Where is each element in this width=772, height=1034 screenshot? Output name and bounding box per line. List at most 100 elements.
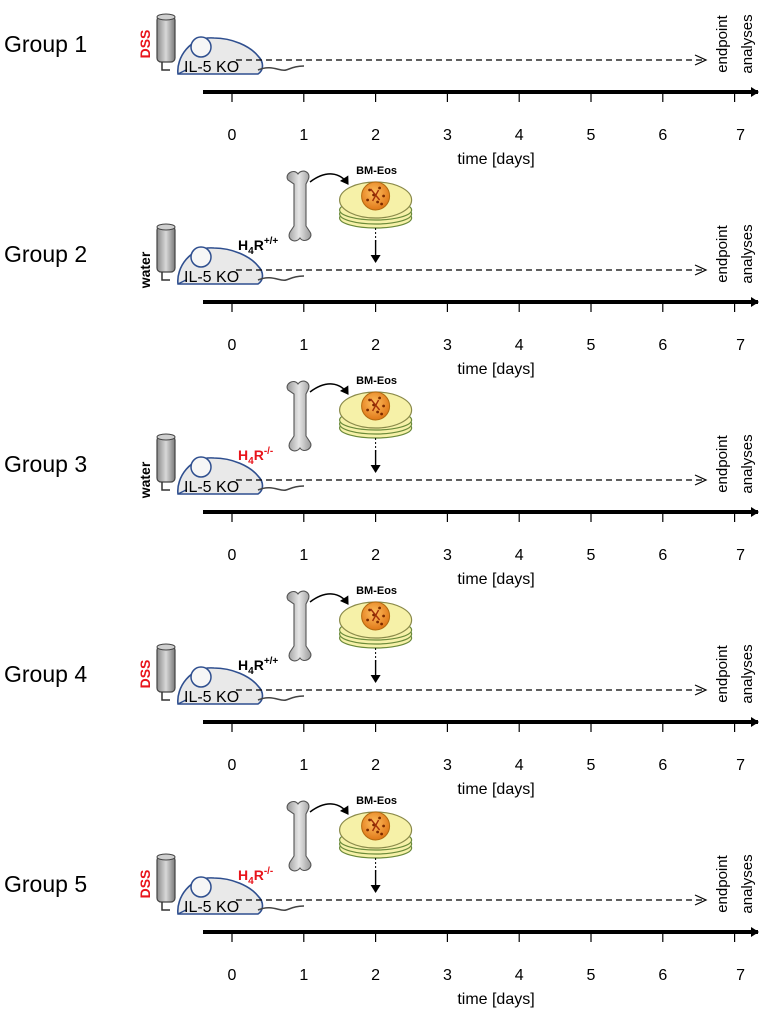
tick-label: 0 [228, 757, 237, 774]
tick-label: 2 [371, 967, 380, 984]
tick-label: 0 [228, 967, 237, 984]
tick-label: 1 [299, 127, 308, 144]
axis-label: time [days] [457, 781, 534, 798]
transfer-curve-arrow [309, 803, 349, 815]
mouse-icon [177, 876, 305, 915]
tick-label: 7 [736, 337, 745, 354]
group-panel: Group 1 DSS IL-5 KO endpoint analyses 0 1 2 3 4 5 6… [4, 13, 759, 168]
transfer-curve-arrow [309, 173, 349, 185]
water-bottle-icon [156, 643, 176, 701]
drink-label: water [137, 251, 153, 289]
tick-label: 5 [587, 757, 596, 774]
water-bottle-icon [156, 13, 176, 71]
group-label: Group 4 [4, 661, 87, 687]
genotype-label: H4R-/- [238, 866, 273, 887]
tick-label: 3 [443, 127, 452, 144]
mouse-icon [177, 456, 305, 495]
tick-label: 1 [299, 757, 308, 774]
tick-label: 5 [587, 967, 596, 984]
tick-label: 2 [371, 337, 380, 354]
endpoint-label: analyses [739, 224, 756, 283]
tick-label: 7 [736, 967, 745, 984]
water-bottle-icon [156, 433, 176, 491]
tick-label: 5 [587, 337, 596, 354]
group-panel: Group 4 DSS IL-5 KO endpoint analyses 0 1 2 3 4 5 6… [4, 585, 759, 798]
endpoint-label: analyses [739, 644, 756, 703]
cell-type-label: BM-Eos [356, 795, 397, 807]
axis-label: time [days] [457, 361, 534, 378]
cell-type-label: BM-Eos [356, 585, 397, 597]
genotype-label: H4R-/- [238, 446, 273, 467]
cell-type-label: BM-Eos [356, 375, 397, 387]
cell-type-label: BM-Eos [356, 165, 397, 177]
endpoint-label: endpoint [714, 644, 731, 702]
endpoint-label: endpoint [714, 224, 731, 282]
tick-label: 1 [299, 547, 308, 564]
mouse-icon [177, 666, 305, 705]
group-label: Group 2 [4, 241, 87, 267]
mouse-strain-label: IL-5 KO [184, 689, 239, 706]
petri-dish-icon [339, 811, 413, 859]
endpoint-label: analyses [739, 434, 756, 493]
tick-label: 6 [658, 757, 667, 774]
tick-label: 5 [587, 127, 596, 144]
tick-label: 3 [443, 337, 452, 354]
tick-label: 1 [299, 967, 308, 984]
tick-label: 3 [443, 547, 452, 564]
tick-label: 4 [515, 967, 524, 984]
endpoint-label: analyses [739, 14, 756, 73]
tick-label: 0 [228, 547, 237, 564]
tick-label: 0 [228, 127, 237, 144]
endpoint-label: analyses [739, 854, 756, 913]
mouse-strain-label: IL-5 KO [184, 479, 239, 496]
tick-label: 6 [658, 337, 667, 354]
tick-label: 6 [658, 547, 667, 564]
mouse-icon [177, 246, 305, 285]
bone-icon [286, 590, 312, 662]
tick-label: 7 [736, 127, 745, 144]
bone-icon [286, 380, 312, 452]
tick-label: 7 [736, 547, 745, 564]
mouse-strain-label: IL-5 KO [184, 59, 239, 76]
tick-label: 4 [515, 127, 524, 144]
endpoint-label: endpoint [714, 434, 731, 492]
tick-label: 2 [371, 757, 380, 774]
axis-label: time [days] [457, 571, 534, 588]
axis-label: time [days] [457, 151, 534, 168]
drink-label: water [137, 461, 153, 499]
mouse-icon [177, 36, 305, 75]
water-bottle-icon [156, 223, 176, 281]
transfer-curve-arrow [309, 383, 349, 395]
transfer-curve-arrow [309, 593, 349, 605]
water-bottle-icon [156, 853, 176, 911]
mouse-strain-label: IL-5 KO [184, 899, 239, 916]
tick-label: 4 [515, 337, 524, 354]
tick-label: 6 [658, 967, 667, 984]
petri-dish-icon [339, 601, 413, 649]
tick-label: 3 [443, 967, 452, 984]
tick-label: 5 [587, 547, 596, 564]
tick-label: 2 [371, 127, 380, 144]
group-label: Group 5 [4, 871, 87, 897]
tick-label: 3 [443, 757, 452, 774]
group-label: Group 1 [4, 31, 87, 57]
group-panel: Group 5 DSS IL-5 KO endpoint analyses 0 1 2 3 4 5 6… [4, 795, 759, 1008]
drink-label: DSS [137, 30, 153, 59]
bone-icon [286, 800, 312, 872]
tick-label: 6 [658, 127, 667, 144]
endpoint-label: endpoint [714, 14, 731, 72]
axis-label: time [days] [457, 991, 534, 1008]
tick-label: 4 [515, 547, 524, 564]
tick-label: 4 [515, 757, 524, 774]
genotype-label: H4R+/+ [238, 656, 278, 677]
endpoint-label: endpoint [714, 854, 731, 912]
genotype-label: H4R+/+ [238, 236, 278, 257]
drink-label: DSS [137, 870, 153, 899]
petri-dish-icon [339, 391, 413, 439]
tick-label: 7 [736, 757, 745, 774]
drink-label: DSS [137, 660, 153, 689]
mouse-strain-label: IL-5 KO [184, 269, 239, 286]
